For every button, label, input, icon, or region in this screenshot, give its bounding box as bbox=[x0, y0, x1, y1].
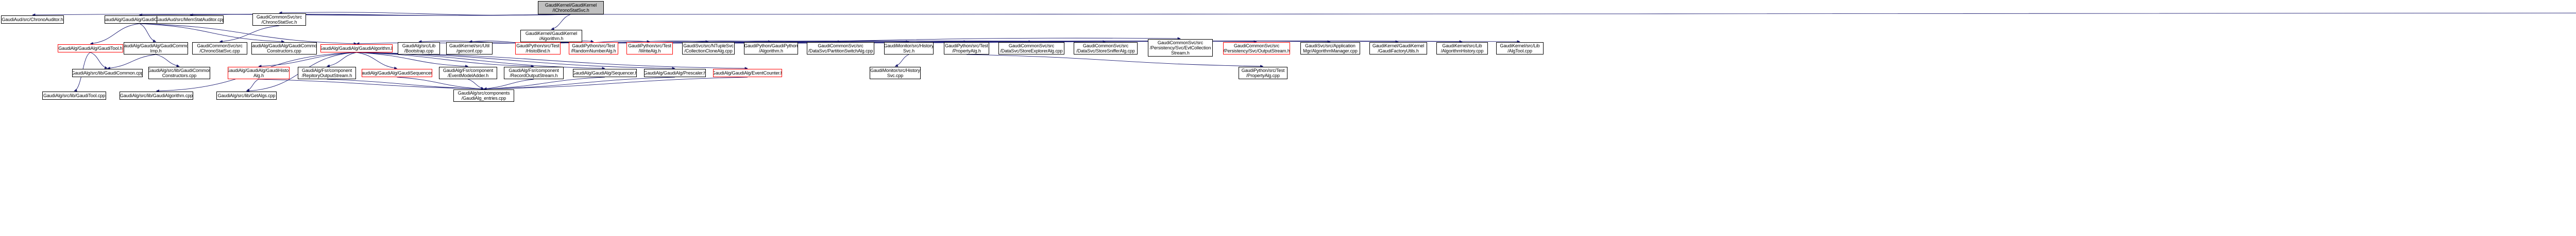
graph-node[interactable]: GaudiAlg/GaudiAlg/GaudiCommon Constructo… bbox=[251, 42, 317, 55]
graph-node[interactable]: GaudiAlg/src/lib/GaudiTool.cpp bbox=[42, 92, 106, 100]
graph-node[interactable]: GaudiAlg/Fsr/component /RepitoryOutputSt… bbox=[298, 67, 356, 79]
graph-edge bbox=[570, 12, 2576, 15]
graph-node[interactable]: GaudiKernel/GaudiKernel /Algorithm.h bbox=[520, 30, 582, 42]
graph-edge bbox=[246, 79, 259, 92]
graph-node[interactable]: GaudiAlg/src/lib/GetAlgs.cpp bbox=[216, 92, 277, 100]
graph-edge bbox=[356, 52, 605, 70]
graph-edge bbox=[258, 52, 357, 68]
graph-node[interactable]: GaudiAlg/GaudiAlg/EventCounter.h bbox=[713, 69, 782, 77]
graph-node[interactable]: GaudiAlg/GaudiAlg/Prescaler.h bbox=[644, 69, 706, 77]
graph-edge bbox=[483, 79, 534, 90]
graph-edge bbox=[397, 77, 484, 90]
graph-node[interactable]: GaudiCommonSvc/src /DataSvc/PartitionSwi… bbox=[807, 42, 874, 55]
graph-edge bbox=[483, 77, 748, 90]
graph-edge bbox=[356, 52, 469, 68]
graph-node[interactable]: GaudiAlg/src/components /GaudiAlg_entrie… bbox=[453, 89, 514, 102]
graph-edge bbox=[356, 52, 534, 68]
graph-node[interactable]: GaudiKernel/GaudiKernel /GaudiFactoryUti… bbox=[1369, 42, 1427, 55]
graph-edge bbox=[139, 23, 285, 43]
graph-node[interactable]: GaudiCommonSvc/src /Persistency/Svc/Outp… bbox=[1223, 42, 1290, 55]
graph-edge bbox=[483, 77, 605, 90]
graph-node[interactable]: GaudiKernel/src/Util /genconf.cpp bbox=[446, 42, 493, 55]
graph-node[interactable]: GaudiCommonSvc/src /DataSvc/StoreExplore… bbox=[998, 42, 1064, 55]
graph-node[interactable]: GaudiAlg/GaudiAlg/GaudiCommon Imp.h bbox=[124, 42, 188, 55]
graph-edge bbox=[219, 25, 280, 43]
graph-edge bbox=[107, 54, 156, 70]
graph-node[interactable]: GaudiPython/src/Test /PropertyAlg.cpp bbox=[1239, 67, 1287, 79]
graph-node[interactable]: GaudiMonitor/src/History Svc.h bbox=[884, 42, 934, 55]
graph-edge bbox=[258, 79, 484, 90]
graph-edge bbox=[139, 23, 157, 42]
graph-node[interactable]: GaudiAlg/GaudiAlg/GaudiAlgorithm.h bbox=[320, 44, 393, 52]
graph-node[interactable]: GaudiAlg/Fsr/component /RecordOutputStre… bbox=[504, 67, 564, 79]
graph-edge bbox=[483, 77, 675, 90]
graph-node[interactable]: GaudiPython/src/Test /WriteAlg.h bbox=[626, 42, 673, 55]
graph-node[interactable]: GaudiPython/src/Test /HistoBind.h bbox=[515, 42, 561, 55]
graph-edge bbox=[156, 54, 180, 67]
graph-node[interactable]: GaudiAud/src/MemStatAuditor.cpp bbox=[157, 15, 224, 24]
graph-edge bbox=[90, 23, 140, 45]
graph-edge bbox=[90, 52, 108, 69]
graph-edge bbox=[139, 23, 357, 45]
graph-node[interactable]: GaudiAlg/src/lib/GaudiCommon.cpp bbox=[72, 69, 143, 77]
graph-node[interactable]: GaudiAlg/src/Lib /Bootstrap.cpp bbox=[398, 42, 440, 55]
graph-node[interactable]: GaudiPython/src/Test /RandomNumberAlg.h bbox=[569, 42, 618, 55]
graph-edge bbox=[551, 40, 1520, 44]
graph-edge bbox=[966, 54, 1264, 68]
graph-edge bbox=[326, 52, 357, 67]
graph-edge bbox=[894, 54, 909, 67]
graph-edge bbox=[551, 14, 571, 30]
graph-node-root[interactable]: GaudiKernel/GaudiKernel /IChronoStatSvc.… bbox=[538, 1, 604, 14]
graph-node[interactable]: GaudiAlg/GaudiAlg/GaudiTool.h bbox=[58, 44, 123, 52]
graph-node[interactable]: GaudiAlg/src/lib/GaudiAlgorithm.cpp bbox=[120, 92, 193, 100]
graph-node[interactable]: GaudiCommonSvc/src /Persistency/Svc/EvtC… bbox=[1148, 39, 1213, 57]
graph-node[interactable]: GaudiSvc/src/NTupleSvc /CollectionCloneA… bbox=[682, 42, 735, 55]
graph-node[interactable]: GaudiAud/src/ChronoAuditor.h bbox=[1, 15, 64, 24]
graph-node[interactable]: GaudiAlg/GaudiAlg/GaudiHistos Alg.h bbox=[228, 67, 290, 79]
graph-node[interactable]: GaudiPython/src/Test /PropertyAlg.h bbox=[944, 42, 989, 55]
graph-node[interactable]: GaudiMonitor/src/History Svc.cpp bbox=[870, 67, 921, 79]
graph-node[interactable]: GaudiKernel/src/Lib /AlgTool.cpp bbox=[1496, 42, 1544, 55]
graph-node[interactable]: GaudiAlg/src/lib/GaudiCommon Constructor… bbox=[148, 67, 210, 79]
graph-node[interactable]: GaudiCommonSvc/src /DataSvc/StoreSniffer… bbox=[1074, 42, 1138, 55]
graph-node[interactable]: GaudiAlg/Fsr/component /EventModelAdder.… bbox=[439, 67, 497, 79]
graph-edge bbox=[356, 52, 398, 69]
graph-node[interactable]: GaudiKernel/src/Lib /AlgorithmHistory.cp… bbox=[1436, 42, 1488, 55]
graph-edge bbox=[356, 52, 675, 70]
graph-edge bbox=[279, 11, 571, 15]
graph-node[interactable]: GaudiCommonSvc/src /ChronoStatSvc.h bbox=[252, 13, 306, 26]
graph-edge bbox=[468, 79, 484, 89]
graph-edge bbox=[327, 79, 484, 90]
graph-node[interactable]: GaudiAlg/GaudiAlg/GaudiSequencer.h bbox=[362, 69, 432, 77]
graph-node[interactable]: GaudiSvc/src/Application Mgr/AlgorithmMa… bbox=[1300, 42, 1360, 55]
graph-node[interactable]: GaudiCommonSvc/src /ChronoStatSvc.cpp bbox=[192, 42, 247, 55]
graph-node[interactable]: GaudiAlg/GaudiAlg/Sequencer.h bbox=[573, 69, 637, 77]
graph-node[interactable]: GaudiPython/GaudiPython /Algorithm.h bbox=[744, 42, 798, 55]
